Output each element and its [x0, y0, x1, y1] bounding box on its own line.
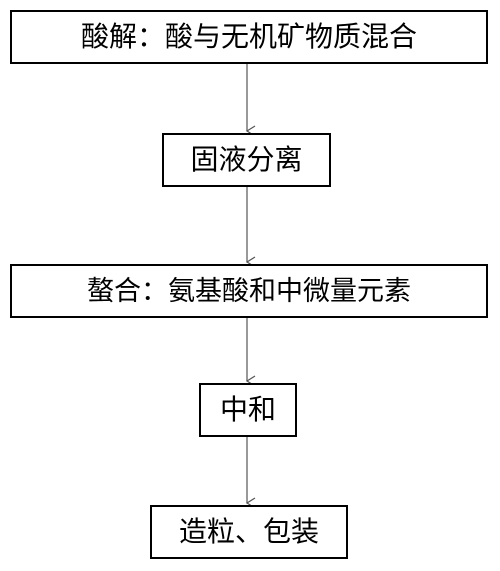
step-label: 酸解：酸与无机矿物质混合 — [80, 20, 417, 53]
step-chelation: 螯合：氨基酸和中微量元素 — [10, 264, 488, 318]
step-granulation-packaging: 造粒、包装 — [150, 505, 348, 559]
step-acid-hydrolysis: 酸解：酸与无机矿物质混合 — [10, 10, 488, 64]
step-solid-liquid-separation: 固液分离 — [162, 133, 331, 187]
step-neutralization: 中和 — [199, 383, 297, 437]
step-label: 螯合：氨基酸和中微量元素 — [87, 275, 411, 307]
step-label: 造粒、包装 — [178, 515, 319, 548]
step-label: 固液分离 — [190, 143, 303, 176]
step-label: 中和 — [219, 393, 276, 426]
